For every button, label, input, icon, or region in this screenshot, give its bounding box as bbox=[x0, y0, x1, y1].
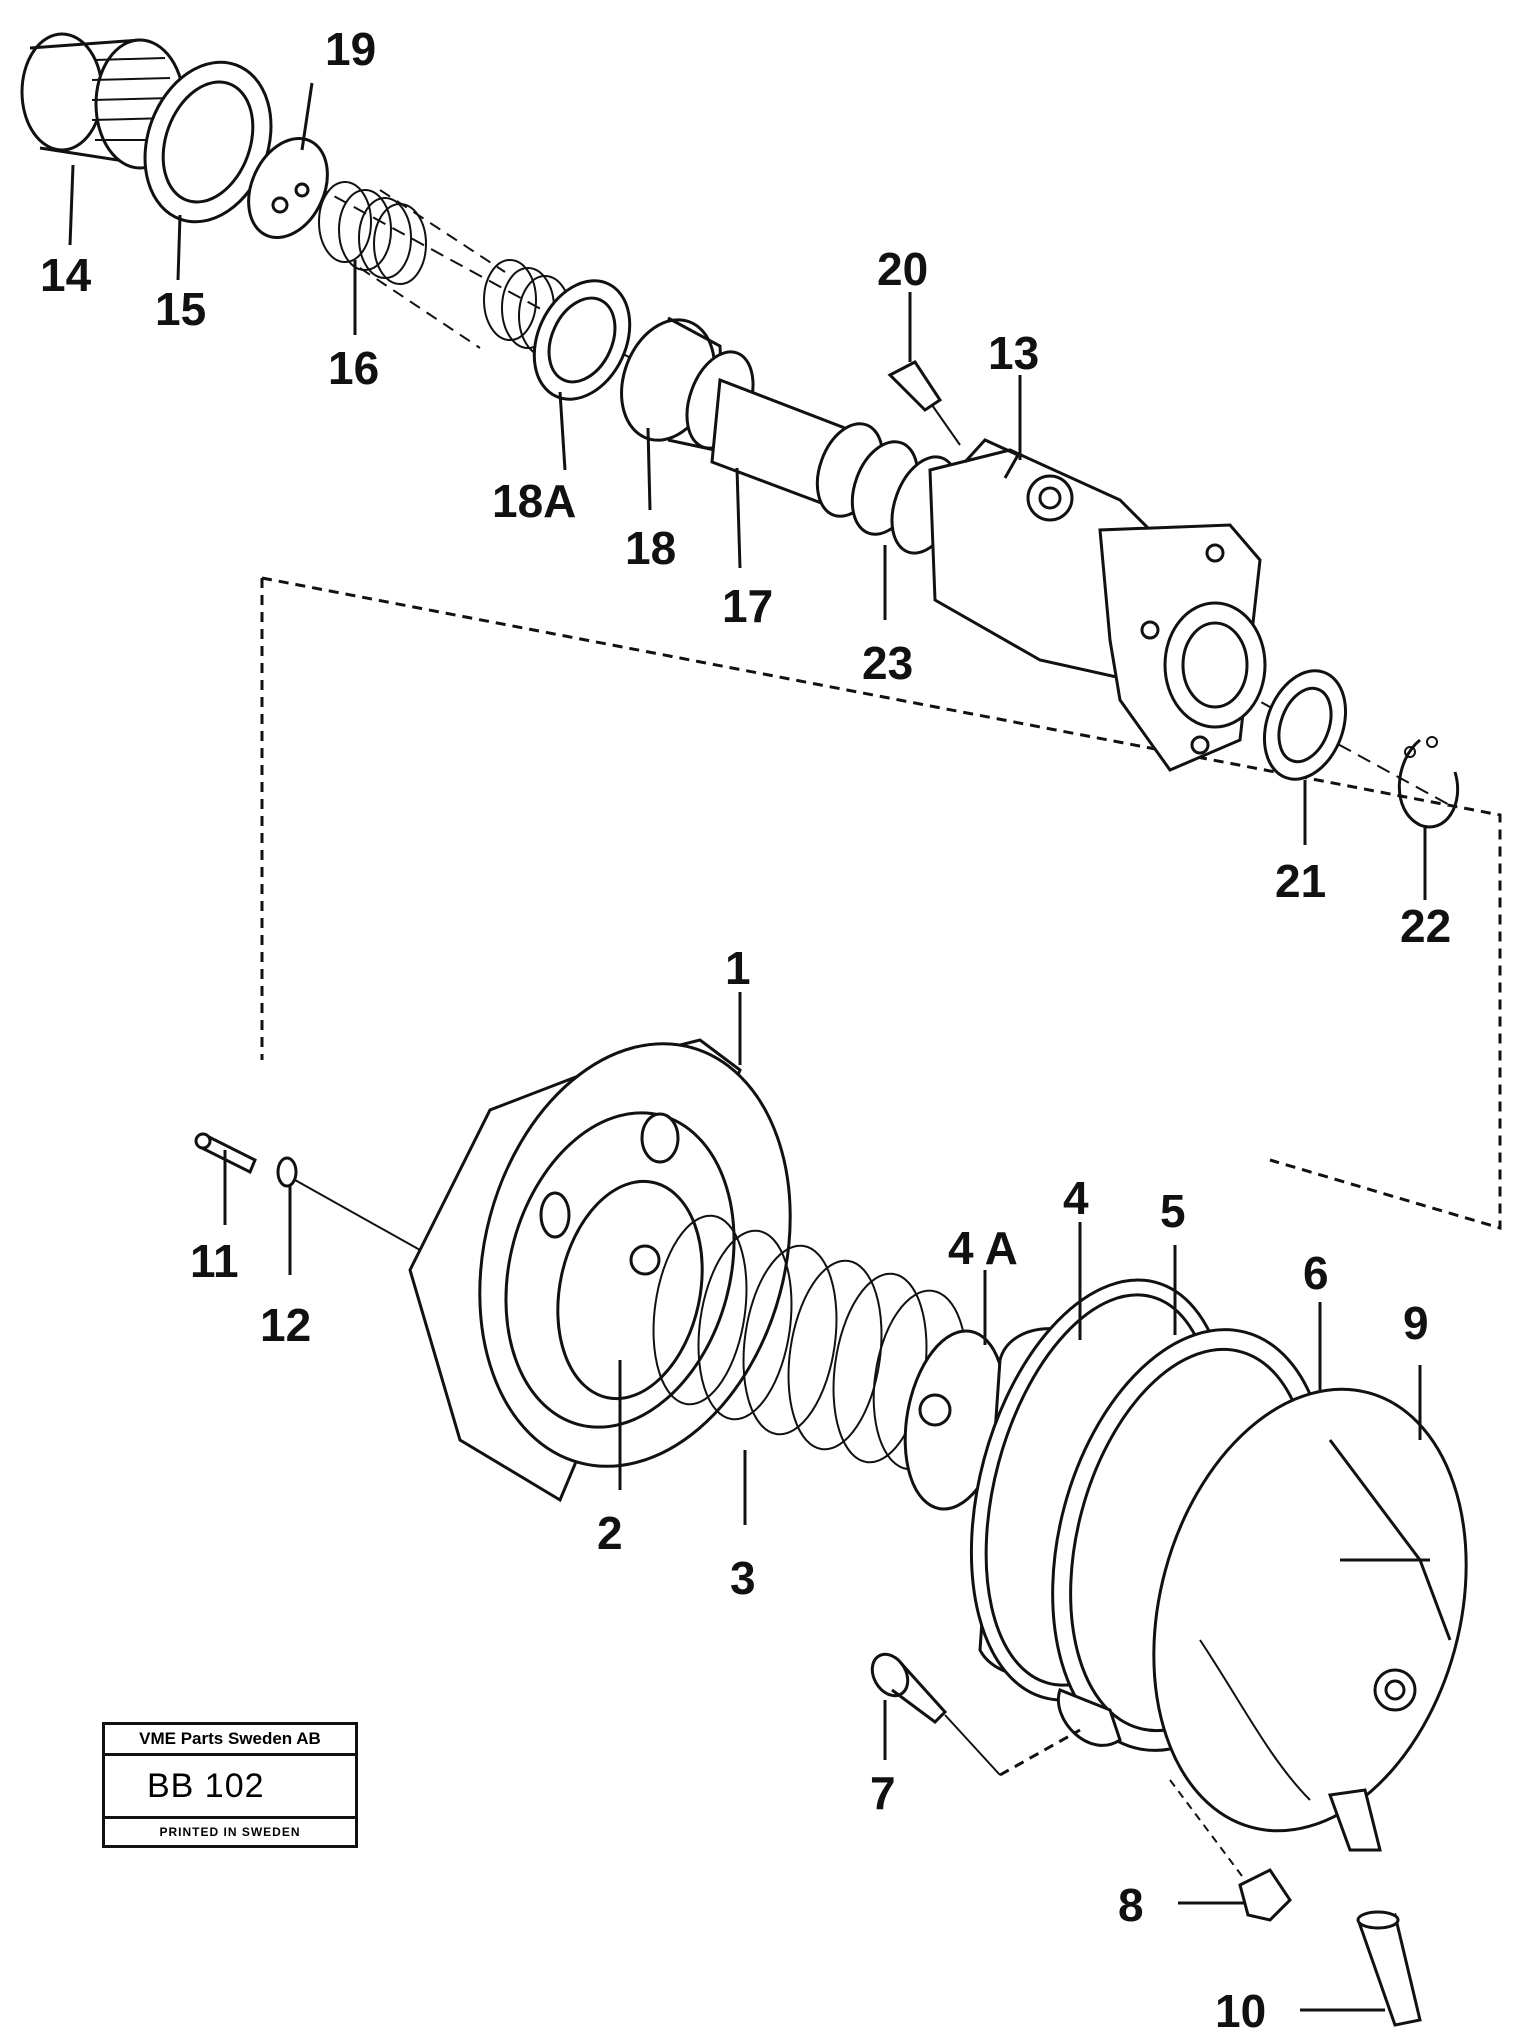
part-21-washer bbox=[1262, 669, 1348, 781]
callout-18a: 18A bbox=[492, 475, 577, 527]
part-18a-seal-ring bbox=[532, 279, 632, 401]
part-10-plug bbox=[1356, 1910, 1422, 2027]
callout-4a: 4 A bbox=[948, 1222, 1018, 1274]
part-2-spring-seat bbox=[556, 1179, 704, 1401]
callout-18: 18 bbox=[625, 522, 677, 574]
part-9-cover bbox=[1152, 1387, 1468, 1852]
callout-5: 5 bbox=[1160, 1185, 1186, 1237]
callout-15: 15 bbox=[155, 283, 207, 335]
callout-3: 3 bbox=[730, 1552, 756, 1604]
callout-14: 14 bbox=[40, 249, 92, 301]
part-17-piston-rod bbox=[710, 377, 920, 536]
callout-16: 16 bbox=[328, 342, 380, 394]
leader-lines bbox=[68, 82, 1427, 2012]
callout-13: 13 bbox=[988, 327, 1040, 379]
callout-2: 2 bbox=[597, 1507, 623, 1559]
title-stamp: VME Parts Sweden AB BB 102 PRINTED IN SW… bbox=[102, 1722, 358, 1848]
part-8-nut bbox=[1169, 1779, 1292, 1922]
callout-4: 4 bbox=[1063, 1172, 1089, 1224]
callout-21: 21 bbox=[1275, 855, 1327, 907]
part-19-disc bbox=[247, 136, 329, 240]
callout-10: 10 bbox=[1215, 1985, 1267, 2037]
callout-6: 6 bbox=[1303, 1247, 1329, 1299]
part-13-valve-body bbox=[928, 438, 1267, 772]
callout-9: 9 bbox=[1403, 1297, 1429, 1349]
callout-23: 23 bbox=[862, 637, 914, 689]
callout-12: 12 bbox=[260, 1299, 312, 1351]
callout-7: 7 bbox=[870, 1767, 896, 1819]
part-12-ring bbox=[276, 1156, 421, 1251]
callout-22: 22 bbox=[1400, 900, 1452, 952]
part-22-circlip bbox=[1397, 736, 1460, 829]
callout-19: 19 bbox=[325, 23, 377, 75]
callout-8: 8 bbox=[1118, 1879, 1144, 1931]
callout-11: 11 bbox=[190, 1235, 239, 1287]
callout-1: 1 bbox=[725, 942, 751, 994]
part-16-spring bbox=[318, 181, 572, 357]
part-7-bolt bbox=[870, 1652, 1081, 1777]
part-11-pin bbox=[194, 1132, 257, 1175]
assembly-connection-frame bbox=[260, 576, 1502, 1231]
stamp-printed: PRINTED IN SWEDEN bbox=[159, 1825, 301, 1839]
callout-20: 20 bbox=[877, 243, 929, 295]
stamp-code: BB 102 bbox=[105, 1756, 355, 1819]
stamp-company: VME Parts Sweden AB bbox=[105, 1725, 355, 1756]
part-20-bleed-nipple bbox=[887, 360, 961, 446]
callout-17: 17 bbox=[722, 580, 774, 632]
